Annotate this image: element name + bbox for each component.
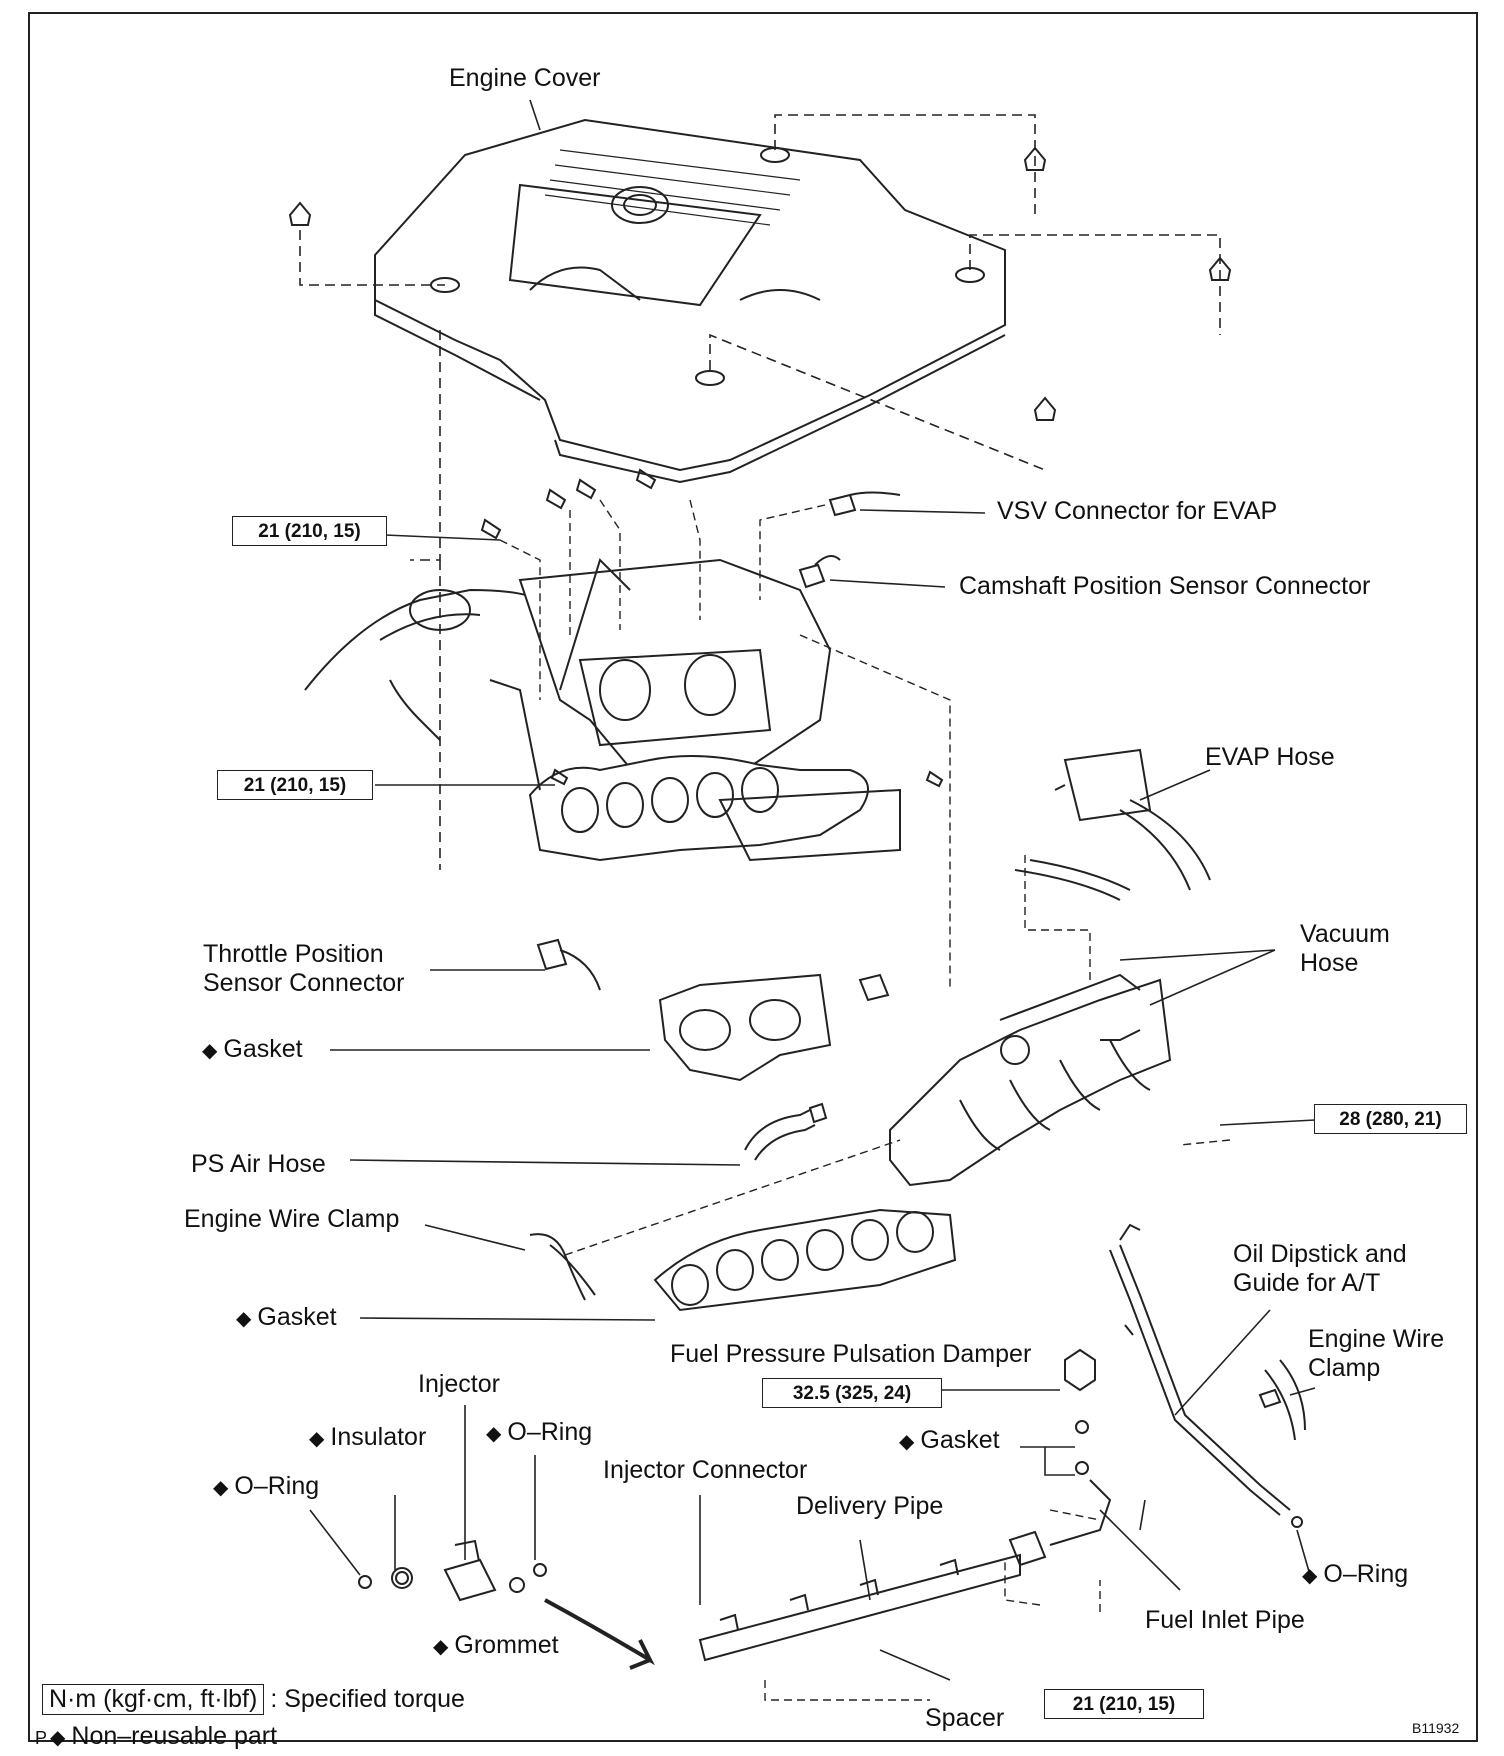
corner-letter: P — [35, 1728, 48, 1748]
throttle-body-assembly — [304, 558, 901, 862]
label-insulator-text: Insulator — [330, 1423, 427, 1451]
torque-box-1: 21 (210, 15) — [232, 516, 387, 546]
direction-arrow — [544, 1598, 655, 1670]
label-throttle-connector: Throttle Position Sensor Connector — [203, 940, 405, 997]
non-reusable-marker: ◆ — [899, 1431, 915, 1453]
label-oring-1: ◆O–Ring — [213, 1472, 319, 1503]
gasket-1-drawing — [658, 973, 832, 1082]
legend-non-reusable: ◆Non–reusable part — [50, 1722, 277, 1751]
torque-box-4: 32.5 (325, 24) — [762, 1378, 942, 1408]
cover-nuts — [288, 146, 1232, 421]
legend-torque: N·m (kgf·cm, ft·lbf): Specified torque — [42, 1684, 465, 1715]
non-reusable-marker: ◆ — [309, 1428, 325, 1450]
throttle-bolts — [480, 468, 944, 788]
evap-vsv — [1014, 748, 1211, 901]
non-reusable-marker: ◆ — [1302, 1565, 1318, 1587]
label-insulator: ◆Insulator — [309, 1423, 426, 1454]
label-gasket-3: ◆Gasket — [899, 1426, 1000, 1457]
torque-box-3: 28 (280, 21) — [1314, 1104, 1467, 1134]
label-engine-cover: Engine Cover — [449, 64, 601, 92]
injector-parts-drawing — [358, 1539, 547, 1602]
engine-cover-drawing — [374, 118, 1006, 484]
label-injector-connector: Injector Connector — [603, 1456, 808, 1484]
label-delivery-pipe: Delivery Pipe — [796, 1492, 944, 1520]
legend-specified-text: : Specified torque — [270, 1685, 465, 1713]
label-engine-wire-clamp-1: Engine Wire Clamp — [184, 1205, 400, 1233]
label-injector: Injector — [418, 1370, 500, 1398]
label-oil-dipstick: Oil Dipstick and Guide for A/T — [1233, 1240, 1407, 1297]
label-camshaft-connector: Camshaft Position Sensor Connector — [959, 572, 1371, 600]
label-engine-wire-clamp-2: Engine Wire Clamp — [1308, 1325, 1445, 1382]
label-gasket-3-text: Gasket — [920, 1426, 1000, 1454]
fuel-damper-drawing — [1064, 1348, 1096, 1475]
label-ps-air-hose: PS Air Hose — [191, 1150, 326, 1178]
label-gasket-1: ◆Gasket — [202, 1035, 303, 1066]
label-oring-3-text: O–Ring — [1323, 1560, 1409, 1588]
torque-box-2: 21 (210, 15) — [217, 770, 373, 800]
label-gasket-1-text: Gasket — [223, 1035, 303, 1063]
label-evap-hose: EVAP Hose — [1205, 743, 1335, 771]
non-reusable-marker: ◆ — [50, 1727, 66, 1749]
legend-unit-box: N·m (kgf·cm, ft·lbf) — [42, 1684, 265, 1715]
non-reusable-marker: ◆ — [236, 1308, 252, 1330]
label-vacuum-hose: Vacuum Hose — [1300, 920, 1390, 977]
non-reusable-marker: ◆ — [433, 1636, 449, 1658]
engine-wire-clamp-1-drawing — [529, 1233, 596, 1301]
diagram-frame — [28, 12, 1478, 1742]
label-oring-1-text: O–Ring — [234, 1472, 320, 1500]
non-reusable-marker: ◆ — [202, 1040, 218, 1062]
intake-manifold-drawing — [889, 973, 1172, 1187]
label-grommet: ◆Grommet — [433, 1631, 559, 1662]
label-fuel-inlet-pipe: Fuel Inlet Pipe — [1145, 1606, 1305, 1634]
label-spacer: Spacer — [925, 1704, 1005, 1732]
engine-wire-clamp-2-drawing — [1258, 1359, 1306, 1441]
label-oring-3: ◆O–Ring — [1302, 1560, 1408, 1591]
label-oring-2: ◆O–Ring — [486, 1418, 592, 1449]
oil-dipstick-drawing — [1109, 1223, 1303, 1528]
figure-code: B11932 — [1412, 1720, 1460, 1736]
label-vsv-connector: VSV Connector for EVAP — [997, 497, 1278, 525]
connectors — [536, 491, 901, 1002]
non-reusable-marker: ◆ — [213, 1477, 229, 1499]
label-gasket-2-text: Gasket — [257, 1303, 337, 1331]
delivery-pipe-drawing — [698, 1479, 1112, 1662]
legend-non-reusable-text: Non–reusable part — [71, 1722, 278, 1750]
torque-box-5: 21 (210, 15) — [1044, 1689, 1204, 1719]
label-fuel-damper: Fuel Pressure Pulsation Damper — [670, 1340, 1032, 1368]
label-oring-2-text: O–Ring — [507, 1418, 593, 1446]
label-gasket-2: ◆Gasket — [236, 1303, 337, 1334]
non-reusable-marker: ◆ — [486, 1423, 502, 1445]
label-grommet-text: Grommet — [454, 1631, 559, 1659]
gasket-2-drawing — [653, 1208, 957, 1312]
ps-air-hose-drawing — [744, 1102, 828, 1161]
